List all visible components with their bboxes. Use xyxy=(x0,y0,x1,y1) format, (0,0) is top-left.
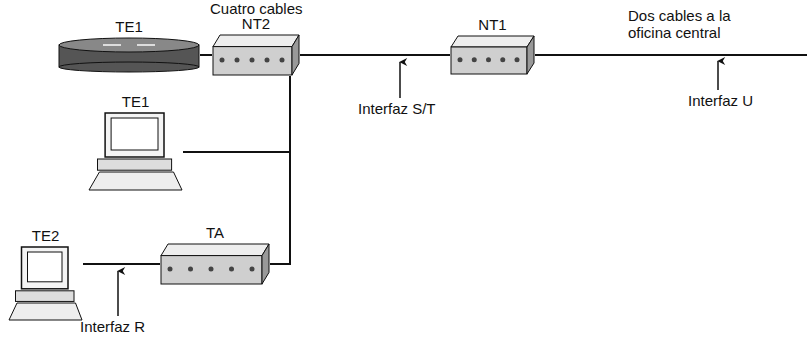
cpu-case xyxy=(16,291,75,302)
led-dot xyxy=(250,58,255,63)
led-dot xyxy=(500,57,505,62)
led-dot xyxy=(229,267,234,272)
led-dot xyxy=(250,267,255,272)
led-dot xyxy=(515,57,520,62)
led-dot xyxy=(265,58,270,63)
device-label: TA xyxy=(206,224,224,241)
router-arrow xyxy=(103,44,121,46)
device-outline xyxy=(450,35,535,75)
interface-label: Interfaz S/T xyxy=(358,100,436,117)
led-dot xyxy=(220,58,225,63)
cable-note: Cuatro cables xyxy=(210,0,303,17)
keyboard xyxy=(9,303,82,320)
interface-label: Interfaz U xyxy=(688,92,753,109)
network-box: NT2 xyxy=(212,34,300,76)
device-label: TE1 xyxy=(122,93,150,110)
cpu-case xyxy=(98,159,172,170)
computer-device: TE1 xyxy=(88,112,183,192)
device-label: TE2 xyxy=(32,227,60,244)
box-top xyxy=(451,36,534,47)
box-top xyxy=(161,244,269,256)
router-base xyxy=(59,62,199,72)
led-dot xyxy=(188,267,193,272)
router-arrow xyxy=(137,44,155,46)
router-top xyxy=(59,38,199,52)
device-outline xyxy=(212,34,300,76)
device-label: NT2 xyxy=(242,15,270,32)
device-outline xyxy=(160,243,270,285)
box-front xyxy=(161,256,262,284)
device-outline xyxy=(88,112,183,192)
pointer-arrow xyxy=(399,62,401,98)
led-dot xyxy=(280,58,285,63)
pointer-arrow xyxy=(717,61,719,90)
cable xyxy=(83,263,160,265)
screen xyxy=(28,252,63,282)
cable xyxy=(200,54,212,56)
pointer-arrow xyxy=(117,271,119,316)
box-side xyxy=(292,35,299,75)
screen xyxy=(111,118,158,150)
box-side xyxy=(527,36,534,74)
central-office-wire xyxy=(535,54,807,56)
led-dot xyxy=(168,267,173,272)
cable-note: Dos cables a la oficina central xyxy=(628,7,778,41)
box-front xyxy=(451,47,527,74)
device-outline xyxy=(8,246,83,322)
led-dot xyxy=(235,58,240,63)
led-dot xyxy=(458,57,463,62)
keyboard xyxy=(89,172,182,190)
box-front xyxy=(213,47,292,75)
box-side xyxy=(262,244,269,284)
device-label: TE1 xyxy=(115,18,143,35)
box-top xyxy=(213,35,299,47)
network-box: TA xyxy=(160,243,270,285)
router-device: TE1 xyxy=(58,37,200,73)
led-dot xyxy=(472,57,477,62)
network-box: NT1 xyxy=(450,35,535,75)
interface-label: Interfaz R xyxy=(80,318,145,335)
cable xyxy=(270,76,290,264)
monitor xyxy=(105,113,164,157)
cable xyxy=(300,54,450,56)
device-outline xyxy=(58,37,200,73)
cable xyxy=(183,76,290,152)
computer-device: TE2 xyxy=(8,246,83,322)
led-dot xyxy=(209,267,214,272)
monitor xyxy=(22,247,69,289)
led-dot xyxy=(486,57,491,62)
device-label: NT1 xyxy=(478,16,506,33)
